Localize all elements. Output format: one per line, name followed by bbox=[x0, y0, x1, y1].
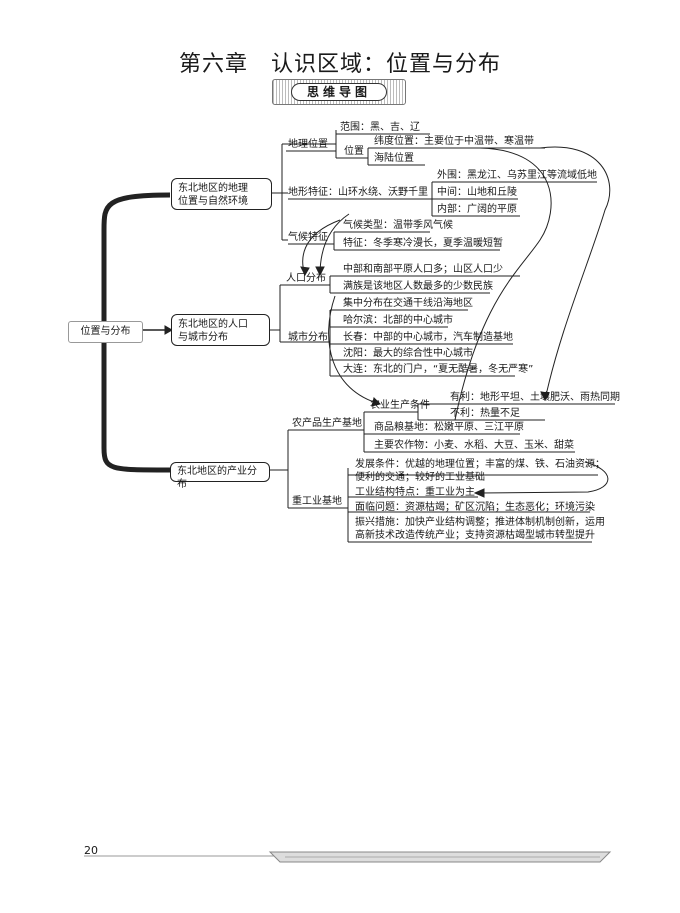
node-climate-type: 气候类型：温带季风气候 bbox=[343, 220, 453, 231]
node-outer: 外围：黑龙江、乌苏里江等流域低地 bbox=[437, 170, 597, 181]
node-location: 位置 bbox=[344, 146, 364, 157]
node-unfavorable: 不利：热量不足 bbox=[450, 408, 520, 419]
chapter-title: 第六章 认识区域：位置与分布 bbox=[178, 52, 501, 77]
banner-label: 思维导图 bbox=[291, 83, 387, 101]
root-node: 位置与分布 bbox=[68, 321, 143, 343]
node-city-changchun: 长春：中部的中心城市，汽车制造基地 bbox=[343, 332, 513, 343]
branch-population-cities: 东北地区的人口 与城市分布 bbox=[171, 314, 270, 346]
node-revival-2: 高新技术改造传统产业；支持资源枯竭型城市转型提升 bbox=[355, 530, 595, 541]
node-agri-base: 农产品生产基地 bbox=[292, 418, 362, 429]
node-city-dalian: 大连：东北的门户，“夏无酷暑，冬无严寒” bbox=[343, 364, 534, 375]
node-climate: 气候特征 bbox=[288, 232, 328, 243]
node-geo-location: 地理位置 bbox=[288, 139, 328, 150]
node-problems: 面临问题：资源枯竭；矿区沉陷；生态恶化；环境污染 bbox=[355, 502, 595, 513]
branch-line-1: 东北地区的人口 bbox=[178, 319, 248, 330]
node-latitude: 纬度位置：主要位于中温带、寒温带 bbox=[374, 136, 534, 147]
node-revival-1: 振兴措施：加快产业结构调整；推进体制机制创新，运用 bbox=[355, 517, 605, 528]
branch-line-2: 位置与自然环境 bbox=[178, 196, 248, 207]
node-city-shenyang: 沈阳：最大的综合性中心城市 bbox=[343, 348, 473, 359]
node-dev-conditions-2: 便利的交通；较好的工业基础 bbox=[355, 472, 485, 483]
node-population: 人口分布 bbox=[286, 273, 326, 284]
node-terrain: 地形特征：山环水绕、沃野千里 bbox=[288, 187, 428, 198]
node-sea-land: 海陆位置 bbox=[374, 153, 414, 164]
node-city-1: 集中分布在交通干线沿海地区 bbox=[343, 298, 473, 309]
node-grain-base: 商品粮基地：松嫩平原、三江平原 bbox=[374, 422, 524, 433]
node-industry-structure: 工业结构特点：重工业为主 bbox=[355, 487, 475, 498]
node-cities: 城市分布 bbox=[288, 332, 328, 343]
branch-industry: 东北地区的产业分布 bbox=[170, 462, 270, 490]
page-number: 20 bbox=[84, 844, 98, 857]
node-middle: 中间：山地和丘陵 bbox=[437, 187, 517, 198]
node-dev-conditions-1: 发展条件：优越的地理位置；丰富的煤、铁、石油资源； bbox=[355, 459, 605, 470]
node-favorable: 有利：地形平坦、土壤肥沃、雨热同期 bbox=[450, 392, 620, 403]
node-climate-feature: 特征：冬季寒冷漫长，夏季温暖短暂 bbox=[343, 238, 503, 249]
node-agri-conditions: 农业生产条件 bbox=[370, 400, 430, 411]
node-heavy-industry: 重工业基地 bbox=[292, 496, 342, 507]
node-city-harbin: 哈尔滨：北部的中心城市 bbox=[343, 315, 453, 326]
branch-line-1: 东北地区的地理 bbox=[178, 183, 248, 194]
node-population-2: 满族是该地区人数最多的少数民族 bbox=[343, 281, 493, 292]
node-inner: 内部：广阔的平原 bbox=[437, 204, 517, 215]
node-main-crops: 主要农作物：小麦、水稻、大豆、玉米、甜菜 bbox=[374, 440, 574, 451]
node-extent: 范围：黑、吉、辽 bbox=[340, 122, 420, 133]
branch-geography-nature: 东北地区的地理 位置与自然环境 bbox=[171, 178, 272, 210]
branch-line-2: 与城市分布 bbox=[178, 332, 228, 343]
node-population-1: 中部和南部平原人口多；山区人口少 bbox=[343, 264, 503, 275]
mind-map-banner: 思维导图 bbox=[272, 79, 406, 105]
